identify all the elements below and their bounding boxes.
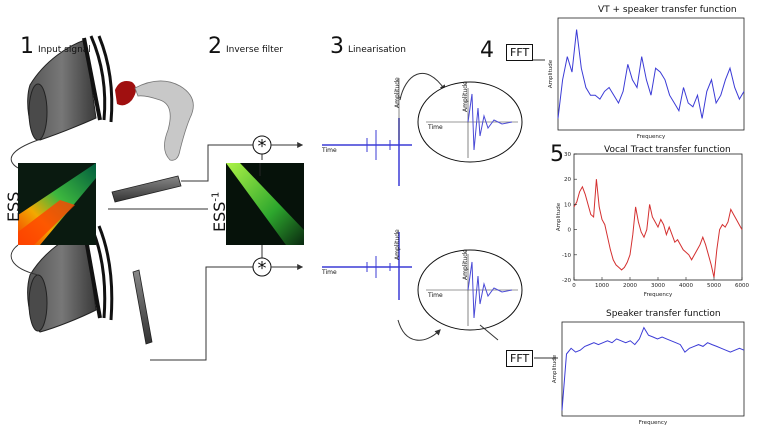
waveform-top-time-label: Time — [322, 147, 337, 154]
chart-ytick-label: 0 — [568, 228, 572, 234]
chart-ytick-label: 10 — [564, 202, 571, 208]
fft-box-bottom: FFT — [506, 350, 534, 367]
chart-frame — [557, 17, 745, 131]
inverse-ess-spectrogram — [226, 163, 304, 245]
chart-ytick-label: -10 — [562, 253, 571, 259]
chart-xtick-label: 1000 — [595, 283, 609, 289]
chart-xlabel: Frequency — [644, 292, 673, 298]
svg-text:*: * — [258, 136, 267, 157]
zoom-bottom-amplitude-label: Amplitude — [462, 249, 469, 280]
convolution-top-icon: * — [252, 135, 272, 157]
chart-xlabel: Frequency — [639, 420, 668, 426]
waveform-bottom-time-label: Time — [322, 269, 337, 276]
zoom-ellipse-bottom — [417, 249, 523, 331]
chart-frame — [561, 321, 745, 417]
inverse-ess-label: ESS-1 — [210, 192, 229, 232]
chart-frame — [573, 153, 743, 281]
chart-ytick-label: 30 — [564, 152, 571, 158]
chart-xtick-label: 0 — [572, 283, 576, 289]
chart-ytick-label: -20 — [562, 278, 571, 284]
ess-label: ESS — [4, 191, 23, 222]
impulse-response-bottom — [322, 232, 412, 300]
chart-speaker-title: Speaker transfer function — [606, 309, 721, 319]
step-2-label: Inverse filter — [226, 45, 283, 55]
chart-ylabel: Amplitude — [548, 59, 554, 88]
chart-xtick-label: 6000 — [735, 283, 749, 289]
chart-vt-speaker-title: VT + speaker transfer function — [598, 5, 737, 15]
zoom-top-time-label: Time — [428, 124, 443, 131]
step-4-number: 4 — [480, 38, 494, 63]
chart-series-line — [557, 29, 745, 119]
step-1-number: 1 — [20, 34, 34, 59]
chart-series-line — [561, 326, 745, 411]
step-5-number: 5 — [550, 142, 564, 167]
chart-ylabel: Amplitude — [556, 202, 562, 231]
chart-vocal-tract-title: Vocal Tract transfer function — [604, 145, 731, 155]
convolution-bottom-icon: * — [252, 257, 272, 279]
chart-xtick-label: 2000 — [623, 283, 637, 289]
chart-vt-speaker: Frequency Amplitude — [548, 17, 745, 140]
fft-box-top: FFT — [506, 44, 534, 61]
chart-xtick-label: 4000 — [679, 283, 693, 289]
ess-spectrogram — [18, 163, 96, 245]
chart-vocal-tract: Frequency Amplitude 0 1000 2000 3000 4000 5000 6… — [556, 152, 749, 298]
reference-tube — [132, 269, 153, 345]
zoom-ellipse-top — [417, 81, 523, 163]
inverse-ess-exponent: -1 — [210, 191, 222, 202]
chart-ytick-label: 20 — [564, 177, 571, 183]
chart-ylabel: Amplitude — [552, 354, 558, 383]
step-1-label: Input signal — [38, 45, 91, 55]
inverse-ess-base: ESS — [210, 201, 229, 232]
step-3-number: 3 — [330, 34, 344, 59]
step-3-label: Linearisation — [348, 45, 406, 55]
step-2-number: 2 — [208, 34, 222, 59]
svg-text:*: * — [258, 258, 267, 279]
chart-xtick-label: 3000 — [651, 283, 665, 289]
vocal-tract-model — [111, 80, 194, 203]
waveform-bottom-amplitude-label: Amplitude — [394, 229, 401, 260]
zoom-bottom-time-label: Time — [428, 292, 443, 299]
impulse-response-top — [322, 78, 412, 186]
chart-xtick-label: 5000 — [707, 283, 721, 289]
zoom-top-amplitude-label: Amplitude — [462, 81, 469, 112]
waveform-top-amplitude-label: Amplitude — [394, 77, 401, 108]
chart-xlabel: Frequency — [637, 134, 666, 140]
chart-speaker: Frequency Amplitude — [552, 321, 745, 426]
